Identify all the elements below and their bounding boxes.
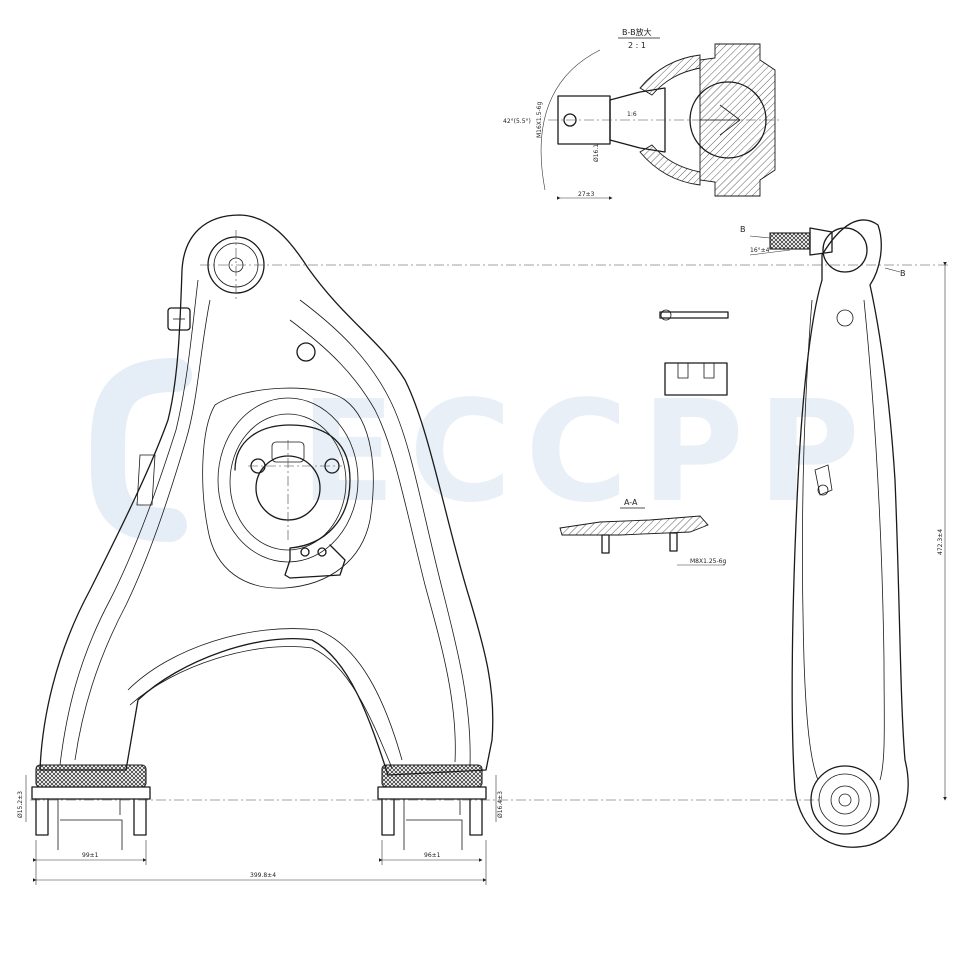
boot-upper bbox=[639, 54, 701, 96]
arm-inner-line-2 bbox=[74, 299, 211, 761]
dim-taper-label: 1:6 bbox=[627, 111, 637, 118]
side-stud-taper bbox=[809, 227, 833, 256]
section-mark-b-leader-left bbox=[749, 235, 771, 239]
left-bushing-flanges bbox=[35, 798, 147, 836]
dim-angle-arc bbox=[540, 49, 601, 191]
bracket-nut-icon bbox=[167, 307, 191, 331]
side-ball-housing bbox=[822, 227, 868, 273]
right-bushing-flanges bbox=[381, 798, 483, 836]
castle-nut bbox=[664, 362, 728, 396]
cotter-pin-body bbox=[659, 311, 729, 319]
rivet-hole-small-1-icon bbox=[300, 547, 310, 557]
section-aa-plate bbox=[559, 515, 709, 536]
cotter-pin bbox=[659, 309, 729, 321]
arm-inner-line-4 bbox=[289, 319, 456, 763]
rivet-hole-small-2-icon bbox=[317, 547, 327, 557]
side-arm-inner-1 bbox=[802, 299, 819, 781]
watermark-text: ECCPP bbox=[300, 371, 860, 534]
section-aa-bolt-right bbox=[669, 532, 678, 552]
dim-right-width-label: 96±1 bbox=[424, 852, 441, 859]
side-arm-outline bbox=[791, 219, 909, 848]
ball-internal bbox=[700, 104, 741, 136]
section-aa-view: A-A M8X1.25-6g bbox=[559, 498, 726, 566]
main-view-dimensions: Ø15.2±3 Ø16.4±3 99±1 96±1 399.8±4 bbox=[17, 775, 504, 885]
section-mark-b-right: B bbox=[900, 269, 906, 278]
section-aa-title: A-A bbox=[624, 498, 638, 507]
watermark-logo-icon bbox=[91, 358, 192, 542]
side-arm-inner-2 bbox=[863, 299, 885, 781]
section-bb-scale: 2 : 1 bbox=[628, 41, 646, 50]
side-bushing-inner bbox=[830, 785, 860, 815]
left-bushing-sleeve bbox=[31, 786, 151, 800]
side-bushing-outer bbox=[810, 765, 880, 835]
side-view: B B 16°±4° 472.3±4 bbox=[740, 219, 947, 848]
dim-dia-label: Ø16.1 bbox=[593, 144, 600, 162]
angle-leader bbox=[749, 249, 791, 256]
left-bushing-bracket bbox=[57, 799, 123, 850]
section-mark-b-leader-right bbox=[884, 267, 901, 273]
left-bushing-knurl bbox=[35, 764, 147, 788]
arm-inner-crossbar-2 bbox=[127, 628, 403, 761]
arm-inner-line-3 bbox=[299, 299, 471, 766]
section-mark-b-left: B bbox=[740, 225, 746, 234]
ball-stud-sphere bbox=[689, 81, 767, 159]
dim-length-label: 27±3 bbox=[578, 191, 595, 198]
dim-right-bush-label: Ø16.4±3 bbox=[497, 791, 504, 818]
arm-inner-crossbar bbox=[129, 646, 393, 769]
dim-left-bush-label: Ø15.2±3 bbox=[17, 791, 24, 818]
upper-hole-icon bbox=[296, 342, 316, 362]
dim-height-label: 472.3±4 bbox=[937, 529, 944, 555]
dim-left-width-label: 99±1 bbox=[82, 852, 99, 859]
stud-taper bbox=[609, 87, 666, 153]
side-clip bbox=[814, 464, 833, 496]
section-bb-view: B-B放大 2 : 1 42°(5.5°) M16X1.5-6g 1:6 Ø16… bbox=[503, 27, 780, 200]
boot-lower bbox=[639, 144, 701, 186]
arm-center-ring-inner bbox=[229, 413, 347, 551]
control-arm-main-view bbox=[30, 214, 950, 850]
section-aa-bolt-left bbox=[601, 534, 610, 554]
right-bushing-sleeve bbox=[377, 786, 487, 800]
castle-nut-body bbox=[664, 362, 728, 396]
dim-angle-label: 42°(5.5°) bbox=[503, 118, 531, 125]
watermark: ECCPP bbox=[91, 358, 860, 542]
side-bushing-center-icon bbox=[838, 793, 852, 807]
cotter-pin-eye-icon bbox=[660, 309, 672, 321]
ball-joint-plate bbox=[234, 424, 351, 579]
castle-nut-slots bbox=[677, 363, 715, 379]
angle-label: 16°±4° bbox=[750, 247, 772, 254]
arm-center-boss bbox=[202, 387, 374, 589]
dim-span-label: 399.8±4 bbox=[250, 872, 276, 879]
right-bushing-knurl bbox=[381, 764, 483, 788]
arm-inner-line-1 bbox=[59, 279, 199, 766]
side-clip-hole-icon bbox=[817, 484, 829, 496]
section-bb-title: B-B放大 bbox=[622, 27, 652, 37]
section-aa-thread-label: M8X1.25-6g bbox=[690, 558, 726, 565]
dim-thread-label: M16X1.5-6g bbox=[536, 102, 543, 138]
arm-center-ring bbox=[217, 397, 359, 563]
right-bushing-bracket bbox=[403, 799, 463, 850]
side-bushing-mid bbox=[818, 773, 872, 827]
side-clip bbox=[136, 454, 156, 506]
side-hole-icon bbox=[836, 309, 854, 327]
side-stud-thread bbox=[769, 232, 811, 250]
